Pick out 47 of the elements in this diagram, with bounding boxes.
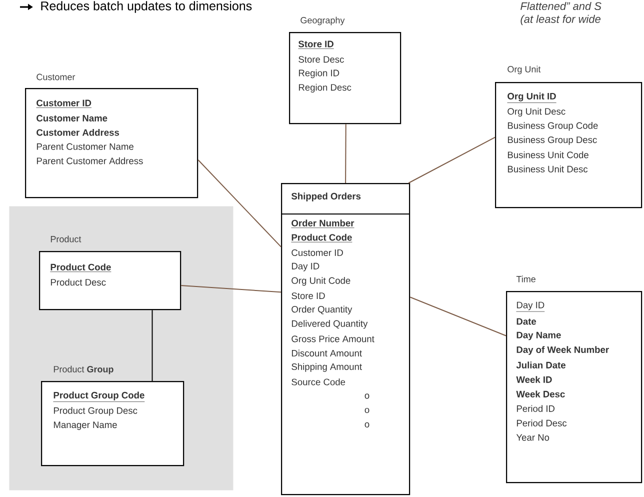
entity-title: Time xyxy=(516,276,536,282)
entity-box: Product Code Product Desc xyxy=(39,251,182,310)
node-label: Customer Address xyxy=(36,128,120,136)
node-label: Year No xyxy=(516,434,550,441)
note-text: (at least for wide xyxy=(520,14,600,26)
node-label: Customer Name xyxy=(36,114,108,122)
connector-line xyxy=(198,159,282,248)
connector-line xyxy=(345,124,346,184)
entity-title: Product Group xyxy=(54,366,114,374)
connector-line xyxy=(410,296,506,336)
entity-title: Org Unit xyxy=(508,66,541,74)
node-label: Day ID xyxy=(516,302,544,310)
entity-box: Store ID Store Desc Region ID Region Desc xyxy=(289,32,402,124)
node-label: Parent Customer Address xyxy=(36,157,143,164)
entity-box: Customer ID Customer Name Customer Address Parent Customer Name Parent Customer Address xyxy=(25,88,198,198)
entity-title: Customer xyxy=(36,74,76,80)
node-label: Region Desc xyxy=(298,84,352,93)
node-label: Period Desc xyxy=(516,420,567,426)
node-label: Period ID xyxy=(516,405,555,412)
node-label: Region ID xyxy=(298,69,340,78)
node-label: Org Unit ID xyxy=(508,92,556,102)
connector-line xyxy=(408,136,496,184)
note-text: Flattened” and S xyxy=(520,2,602,10)
node-label: Business Unit Desc xyxy=(508,166,588,172)
entity-box: Day ID Date Day Name Day of Week Number Julian Date Week ID Week Desc Period ID Period Desc Year No xyxy=(506,291,642,484)
node-label: Date xyxy=(516,318,536,325)
node-label: Business Group Code xyxy=(508,122,598,131)
entity-box: Product Group Code Product Group Desc Manager Name xyxy=(41,381,184,466)
node-label: Customer ID xyxy=(36,100,92,106)
node-label: Org Unit Desc xyxy=(508,108,566,117)
node-label: Day Name xyxy=(516,332,561,340)
node-label: Store ID xyxy=(298,40,334,48)
node-label: Business Unit Code xyxy=(508,151,588,158)
connector-line xyxy=(152,310,153,382)
node-label: Week Desc xyxy=(516,390,565,398)
node-label: Business Group Desc xyxy=(508,136,597,145)
node-label: Day of Week Number xyxy=(516,346,609,355)
entity-title: Geography xyxy=(300,16,345,26)
entity-box: Org Unit ID Org Unit Desc Business Group Code Business Group Desc Business Unit Code Business Unit Desc xyxy=(495,82,642,208)
entity-title: Product xyxy=(50,236,82,242)
node-label: Julian Date xyxy=(516,362,566,368)
node-label: Parent Customer Name xyxy=(36,143,134,150)
node-label: Store Desc xyxy=(298,56,344,63)
entity-box: Shipped Orders Order Number Product Code Customer ID Day ID Org Unit Code Store ID Order Quantity Delivered Quantity Gross Price Amount Discount Amount Shipping Amount Source Code o o o xyxy=(281,183,410,496)
node-label: Week ID xyxy=(516,376,552,383)
connector-line xyxy=(180,285,282,293)
bullet-text: Reduces batch updates to dimensions xyxy=(20,1,252,13)
